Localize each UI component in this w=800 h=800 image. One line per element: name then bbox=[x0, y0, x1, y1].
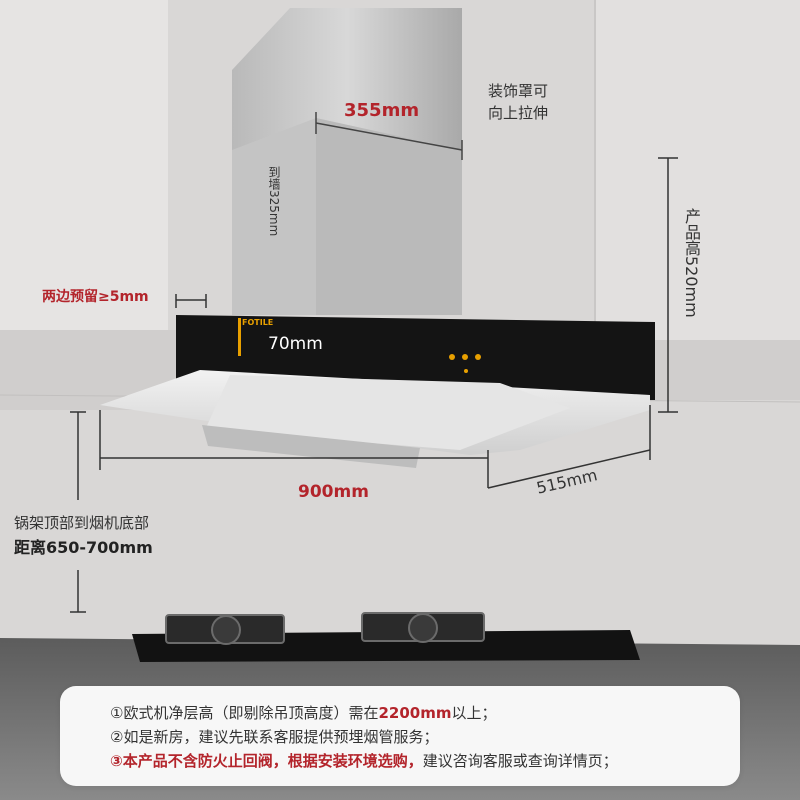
top-width-label: 355mm bbox=[344, 100, 420, 121]
margin-note: 两边预留≥5mm bbox=[42, 289, 149, 305]
note-line-2: ②如是新房，建议先联系客服提供预埋烟管服务； bbox=[110, 728, 439, 746]
product-height-label: 产品高520mm bbox=[682, 208, 701, 318]
chimney-cover-upper bbox=[232, 8, 462, 150]
note-line-1: ①欧式机净层高（即剔除吊顶高度）需在2200mm以上； bbox=[110, 704, 497, 722]
panel-height-label: 70mm bbox=[268, 334, 323, 354]
burner-left bbox=[165, 614, 285, 645]
distance-note-line-1: 锅架顶部到烟机底部 bbox=[14, 514, 150, 532]
to-wall-label: 到墙325mm bbox=[267, 166, 281, 237]
cover-note-line-1: 装饰罩可 bbox=[488, 82, 549, 100]
distance-note-line-2: 距离650-700mm bbox=[14, 538, 153, 557]
note-line-3: ③本产品不含防火止回阀，根据安装环境选购，建议咨询客服或查询详情页； bbox=[110, 752, 618, 770]
burner-right bbox=[361, 612, 485, 643]
upper-cabinet-left bbox=[0, 0, 168, 340]
brand-logo: FOTILE bbox=[242, 318, 274, 327]
width-label: 900mm bbox=[298, 482, 369, 502]
cover-note-line-2: 向上拉伸 bbox=[488, 104, 549, 122]
notes-box bbox=[60, 686, 740, 786]
upper-cabinet-right bbox=[595, 0, 800, 345]
